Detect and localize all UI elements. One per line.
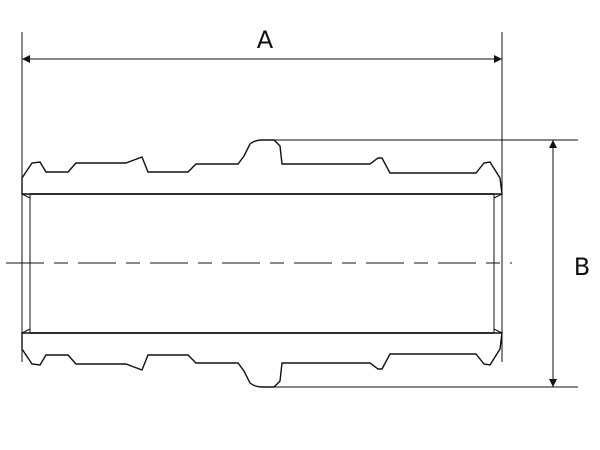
chamfer-bottom-left [21, 328, 31, 334]
chamfer-top-left [21, 193, 31, 199]
dimension-b-label: B [574, 253, 590, 281]
bottom-wall-section [21, 332, 503, 388]
dimension-a: A [21, 26, 503, 362]
dimension-a-label: A [257, 26, 274, 54]
chamfer-top-right [493, 193, 503, 199]
chamfer-bottom-right [493, 328, 503, 334]
top-wall-section [21, 139, 503, 195]
dimension-b: B [260, 139, 590, 388]
